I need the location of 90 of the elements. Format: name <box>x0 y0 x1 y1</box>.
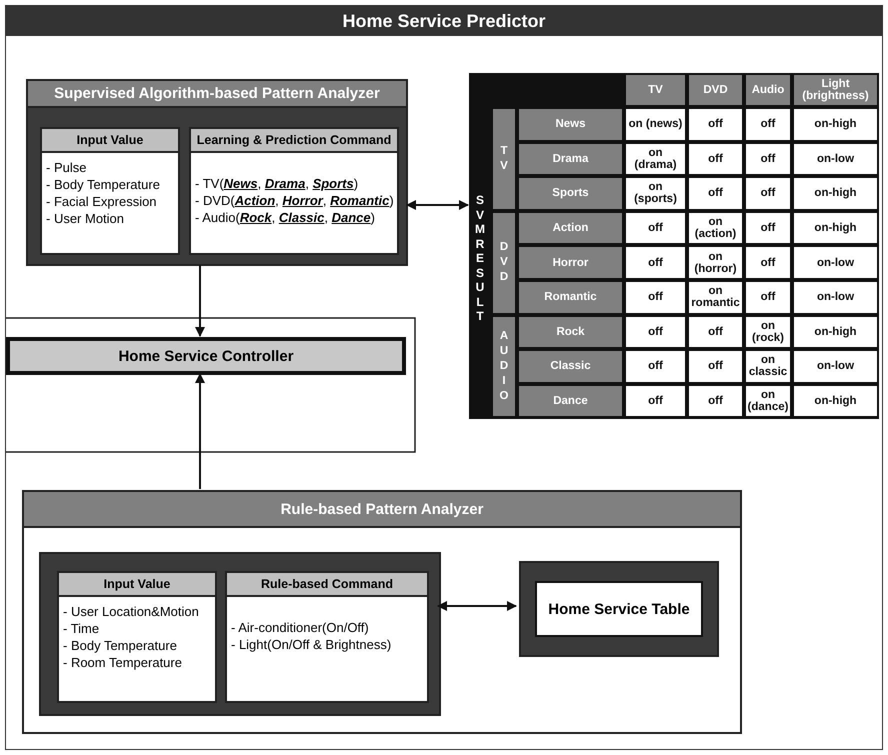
list-item: - TV(News, Drama, Sports) <box>194 175 360 192</box>
list-item: - Time <box>62 620 100 637</box>
table-cell: on-high <box>792 210 879 246</box>
list-item: - Light(On/Off & Brightness) <box>230 636 392 653</box>
table-cell: on (drama) <box>624 142 687 176</box>
column-header: DVD <box>687 73 744 107</box>
column-header: Audio <box>744 73 792 107</box>
service-table-box <box>519 561 719 657</box>
column-header: Light (brightness) <box>792 73 879 107</box>
table-cell: on-low <box>792 349 879 384</box>
table-cell: off <box>687 142 744 176</box>
list-item: - User Location&Motion <box>62 603 200 620</box>
table-cell: on-high <box>792 107 879 142</box>
group-header: AUDIO <box>491 314 517 418</box>
list-item: - DVD(Action, Horror, Romantic) <box>194 192 395 209</box>
input-card <box>40 127 180 255</box>
table-cell: off <box>687 349 744 384</box>
table-cell: off <box>624 280 687 315</box>
list-item: - User Motion <box>45 210 126 227</box>
table-cell: off <box>687 107 744 142</box>
arrow <box>195 373 205 489</box>
controller-label: Home Service Controller <box>118 348 294 364</box>
table-cell: on-low <box>792 142 879 176</box>
double-arrow <box>406 200 469 210</box>
card-title: Rule-based Command <box>227 573 427 597</box>
double-arrow <box>437 601 517 611</box>
table-cell: on (sports) <box>624 176 687 211</box>
controller-box <box>6 337 406 375</box>
row-header: Romantic <box>517 280 624 315</box>
diagram-frame <box>5 5 883 750</box>
group-header: DVD <box>491 210 517 315</box>
group-header: TV <box>491 107 517 211</box>
table-cell: off <box>624 314 687 350</box>
list-item: - Facial Expression <box>45 193 158 210</box>
list-item: - Audio(Rock, Classic, Dance) <box>194 209 376 226</box>
row-header: Sports <box>517 176 624 211</box>
row-header: Rock <box>517 314 624 350</box>
table-cell: on-high <box>792 176 879 211</box>
table-cell: on-high <box>792 314 879 350</box>
card-title: Input Value <box>42 129 178 153</box>
table-cell: on (horror) <box>687 245 744 280</box>
table-cell: on romantic <box>687 280 744 315</box>
arrow <box>195 265 205 337</box>
table-cell: off <box>624 245 687 280</box>
table-title: SVM RESULT <box>474 193 486 324</box>
table-cell: off <box>744 176 792 211</box>
table-cell: off <box>624 384 687 418</box>
panel-title: Supervised Algorithm-based Pattern Analyzer <box>28 81 406 108</box>
input-card <box>57 571 217 703</box>
table-cell: off <box>744 280 792 315</box>
table-cell: off <box>624 210 687 246</box>
table-cell: off <box>687 176 744 211</box>
table-cell: on-low <box>792 280 879 315</box>
table-cell: on (action) <box>687 210 744 246</box>
analyzer-frame <box>22 490 742 734</box>
row-header: Classic <box>517 349 624 384</box>
table-cell: off <box>744 245 792 280</box>
input-card <box>225 571 429 703</box>
table-cell: on-low <box>792 245 879 280</box>
column-header: TV <box>624 73 687 107</box>
table-cell: on classic <box>744 349 792 384</box>
input-card <box>189 127 399 255</box>
table-cell: off <box>687 314 744 350</box>
table-cell: off <box>744 142 792 176</box>
list-item: - Room Temperature <box>62 654 183 671</box>
command-container <box>39 552 441 716</box>
list-item: - Body Temperature <box>62 637 178 654</box>
card-title: Input Value <box>59 573 215 597</box>
row-header: Drama <box>517 142 624 176</box>
list-item: - Pulse <box>45 159 88 176</box>
table-cell: off <box>744 107 792 142</box>
panel-title: Rule-based Pattern Analyzer <box>24 492 740 528</box>
row-header: Action <box>517 210 624 246</box>
table-cell: on (rock) <box>744 314 792 350</box>
analyzer-panel <box>26 79 408 266</box>
result-table <box>469 73 879 419</box>
table-cell: off <box>744 210 792 246</box>
card-title: Learning & Prediction Command <box>191 129 397 153</box>
list-item: - Body Temperature <box>45 176 161 193</box>
table-cell: on (dance) <box>744 384 792 418</box>
table-cell: on (news) <box>624 107 687 142</box>
table-cell: on-high <box>792 384 879 418</box>
service-table-label: Home Service Table <box>535 581 703 637</box>
list-item: - Air-conditioner(On/Off) <box>230 619 370 636</box>
row-header: Horror <box>517 245 624 280</box>
row-header: Dance <box>517 384 624 418</box>
row-header: News <box>517 107 624 142</box>
table-cell: off <box>624 349 687 384</box>
table-cell: off <box>687 384 744 418</box>
frame-title: Home Service Predictor <box>6 6 882 36</box>
